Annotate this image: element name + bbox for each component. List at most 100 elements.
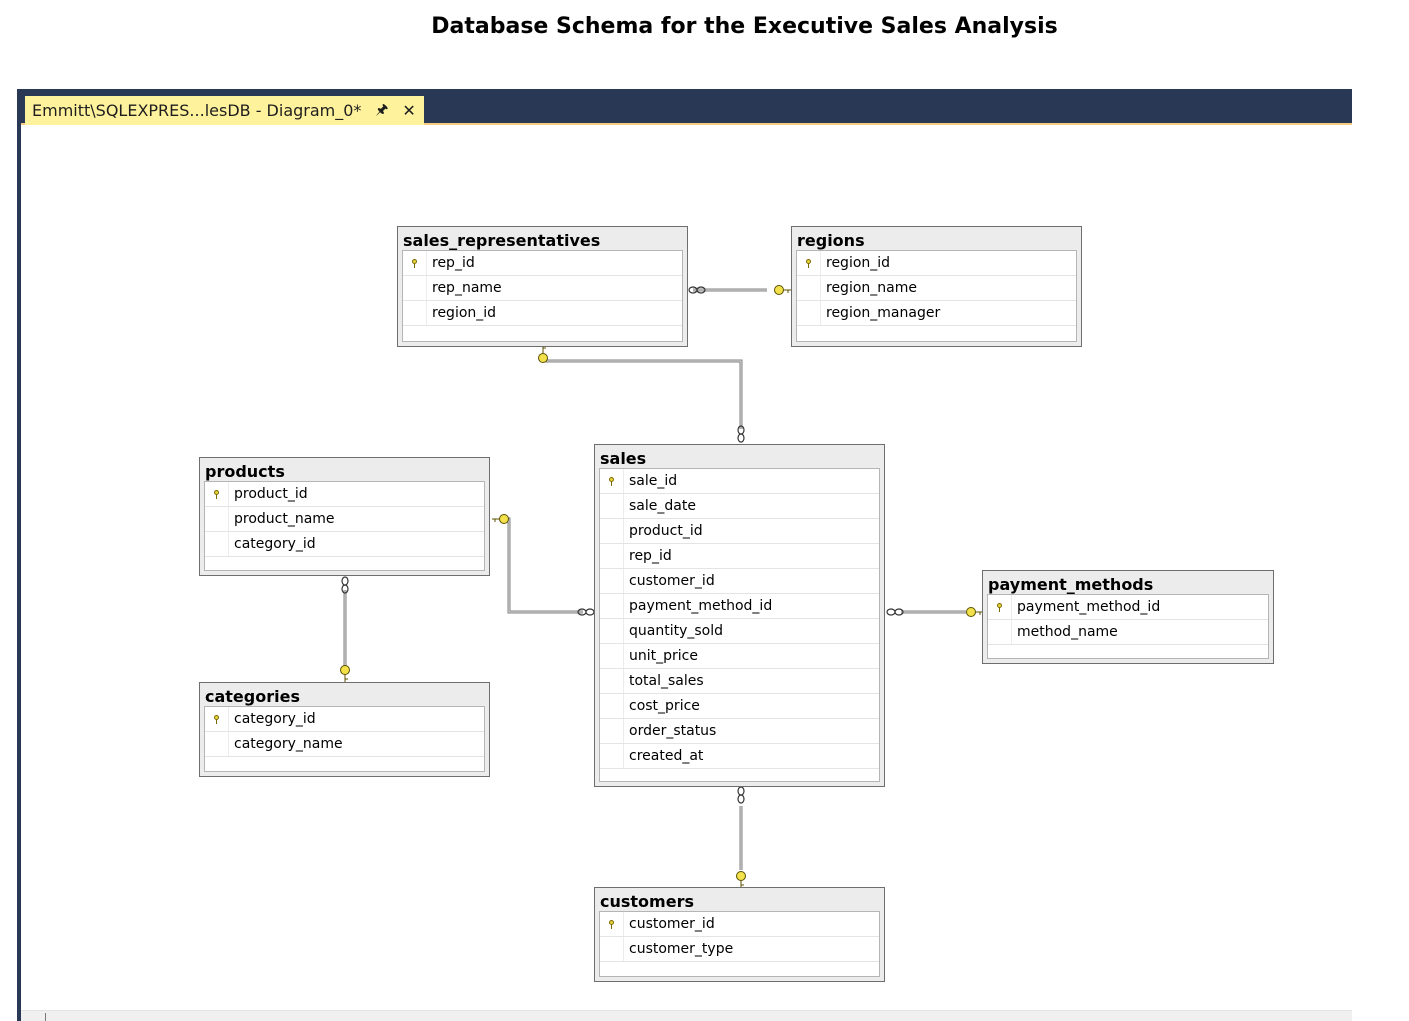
column-name: cost_price bbox=[629, 698, 700, 714]
row-selector[interactable] bbox=[988, 620, 1012, 644]
close-icon[interactable]: ✕ bbox=[402, 101, 416, 120]
column-row[interactable]: customer_id bbox=[600, 569, 879, 594]
column-row[interactable]: customer_type bbox=[600, 937, 879, 962]
row-selector[interactable] bbox=[600, 719, 624, 743]
column-grid: region_id region_name region_manager bbox=[796, 250, 1077, 342]
row-selector[interactable] bbox=[600, 694, 624, 718]
primary-key-icon bbox=[214, 714, 219, 724]
column-row[interactable]: category_name bbox=[205, 732, 484, 757]
column-grid: rep_id rep_name region_id bbox=[402, 250, 683, 342]
column-name: category_id bbox=[234, 711, 316, 727]
column-row[interactable]: rep_id bbox=[403, 251, 682, 276]
column-grid: customer_id customer_type bbox=[599, 911, 880, 977]
diagram-document-tab[interactable]: Emmitt\SQLEXPRES...lesDB - Diagram_0* 🖈︎… bbox=[25, 96, 424, 125]
row-selector[interactable] bbox=[600, 569, 624, 593]
row-selector[interactable] bbox=[403, 251, 427, 275]
row-selector[interactable] bbox=[600, 644, 624, 668]
row-selector[interactable] bbox=[600, 544, 624, 568]
column-row[interactable]: sale_id bbox=[600, 469, 879, 494]
column-grid: payment_method_id method_name bbox=[987, 594, 1269, 659]
row-selector[interactable] bbox=[600, 744, 624, 768]
row-selector[interactable] bbox=[403, 276, 427, 300]
row-selector[interactable] bbox=[600, 469, 624, 493]
table-payment-methods[interactable]: payment_methods payment_method_id method_n… bbox=[982, 570, 1274, 664]
column-row[interactable]: created_at bbox=[600, 744, 879, 769]
key-end-icon bbox=[340, 665, 350, 682]
column-row[interactable]: order_status bbox=[600, 719, 879, 744]
column-row[interactable]: rep_name bbox=[403, 276, 682, 301]
row-selector[interactable] bbox=[797, 301, 821, 325]
row-selector[interactable] bbox=[600, 519, 624, 543]
relationship-line-rep-sales[interactable] bbox=[543, 359, 743, 429]
column-row[interactable]: rep_id bbox=[600, 544, 879, 569]
primary-key-icon bbox=[214, 489, 219, 499]
column-row[interactable]: category_id bbox=[205, 707, 484, 732]
row-selector[interactable] bbox=[600, 594, 624, 618]
column-name: order_status bbox=[629, 723, 717, 739]
row-selector[interactable] bbox=[988, 595, 1012, 619]
column-row[interactable]: region_id bbox=[797, 251, 1076, 276]
table-name: products bbox=[205, 462, 285, 481]
column-row[interactable]: quantity_sold bbox=[600, 619, 879, 644]
column-name: category_name bbox=[234, 736, 343, 752]
column-row[interactable]: cost_price bbox=[600, 694, 879, 719]
horizontal-scrollbar[interactable] bbox=[21, 1010, 1352, 1021]
column-row[interactable]: product_id bbox=[600, 519, 879, 544]
column-name: total_sales bbox=[629, 673, 704, 689]
primary-key-icon bbox=[609, 476, 614, 486]
row-selector[interactable] bbox=[797, 251, 821, 275]
table-name: payment_methods bbox=[988, 575, 1154, 594]
row-selector[interactable] bbox=[600, 494, 624, 518]
many-end-icon bbox=[341, 576, 349, 594]
column-row[interactable]: product_id bbox=[205, 482, 484, 507]
row-selector[interactable] bbox=[403, 301, 427, 325]
primary-key-icon bbox=[806, 258, 811, 268]
primary-key-icon bbox=[412, 258, 417, 268]
column-row[interactable]: payment_method_id bbox=[600, 594, 879, 619]
column-row[interactable]: region_id bbox=[403, 301, 682, 326]
column-row[interactable]: region_name bbox=[797, 276, 1076, 301]
document-titlebar: Emmitt\SQLEXPRES...lesDB - Diagram_0* 🖈︎… bbox=[21, 89, 1352, 125]
column-row[interactable]: category_id bbox=[205, 532, 484, 557]
column-name: product_id bbox=[629, 523, 703, 539]
row-selector[interactable] bbox=[205, 707, 229, 731]
row-selector[interactable] bbox=[600, 937, 624, 961]
row-selector[interactable] bbox=[600, 619, 624, 643]
column-name: payment_method_id bbox=[1017, 599, 1161, 615]
column-row[interactable]: payment_method_id bbox=[988, 595, 1268, 620]
row-selector[interactable] bbox=[600, 669, 624, 693]
column-name: category_id bbox=[234, 536, 316, 552]
row-selector[interactable] bbox=[205, 532, 229, 556]
column-name: rep_name bbox=[432, 280, 502, 296]
pin-icon[interactable]: 🖈︎ bbox=[375, 101, 389, 118]
column-name: customer_type bbox=[629, 941, 734, 957]
relationship-line-products-sales[interactable] bbox=[507, 517, 583, 614]
key-end-icon bbox=[966, 607, 983, 617]
row-selector[interactable] bbox=[600, 912, 624, 936]
column-row[interactable]: unit_price bbox=[600, 644, 879, 669]
column-row[interactable]: method_name bbox=[988, 620, 1268, 645]
key-end-icon bbox=[774, 285, 791, 295]
many-end-icon bbox=[737, 786, 745, 804]
column-row[interactable]: customer_id bbox=[600, 912, 879, 937]
column-row[interactable]: product_name bbox=[205, 507, 484, 532]
row-selector[interactable] bbox=[205, 482, 229, 506]
column-row[interactable]: sale_date bbox=[600, 494, 879, 519]
row-selector[interactable] bbox=[797, 276, 821, 300]
row-selector[interactable] bbox=[205, 732, 229, 756]
primary-key-icon bbox=[997, 602, 1002, 612]
row-selector[interactable] bbox=[205, 507, 229, 531]
column-name: region_name bbox=[826, 280, 917, 296]
column-name: sale_date bbox=[629, 498, 696, 514]
column-row[interactable]: total_sales bbox=[600, 669, 879, 694]
key-end-icon bbox=[492, 514, 509, 524]
column-row[interactable]: region_manager bbox=[797, 301, 1076, 326]
